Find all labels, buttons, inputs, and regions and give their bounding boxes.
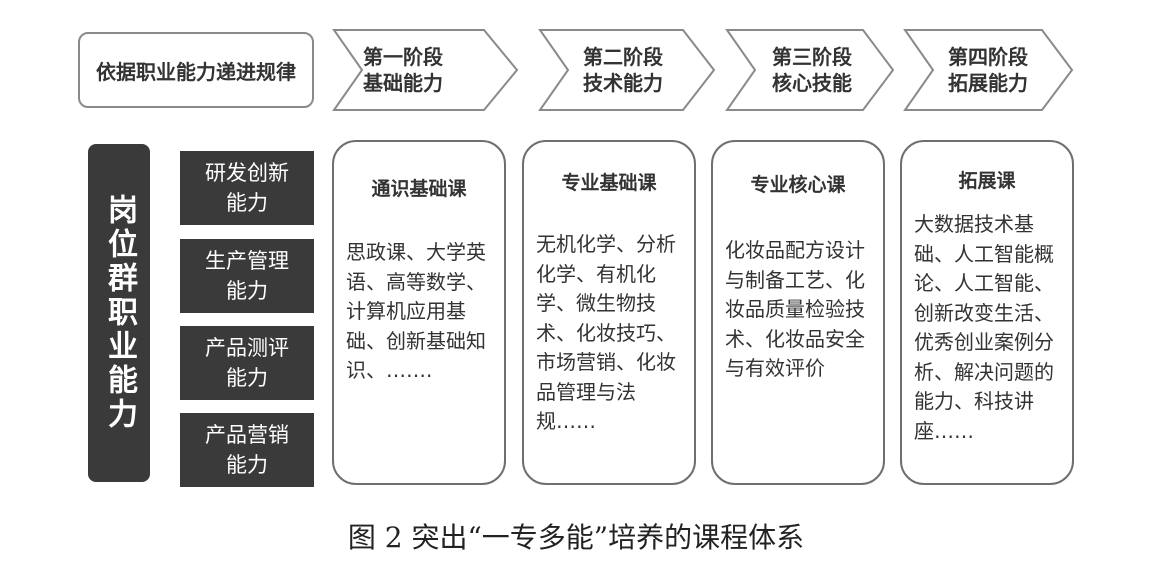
figure-caption: 图 2 突出“一专多能”培养的课程体系	[347, 521, 805, 554]
course-title-extension: 拓展课	[958, 170, 1016, 192]
ability-box-rd: 研发创新能力	[180, 151, 314, 225]
stage-1-title: 第一阶段	[363, 45, 443, 69]
stage-2-text: 第二阶段 技术能力	[563, 44, 683, 96]
ability-label-rd: 研发创新能力	[205, 161, 289, 215]
job-group-ability-label: 岗位群职业能力	[102, 194, 137, 432]
course-body-extension: 大数据技术基础、人工智能概论、人工智能、创新改变生活、优秀创业案例分析、解决问题…	[914, 212, 1054, 443]
stage-arrows	[332, 29, 1074, 111]
stage-3-text: 第三阶段 核心技能	[752, 44, 872, 96]
stage-1-text: 第一阶段 基础能力	[343, 44, 463, 96]
ability-label-testing: 产品测评能力	[205, 336, 289, 390]
course-box-general: 通识基础课 思政课、大学英语、高等数学、计算机应用基础、创新基础知识、…….	[332, 140, 506, 485]
stage-1-subtitle: 基础能力	[363, 71, 443, 95]
stage-4-subtitle: 拓展能力	[948, 71, 1028, 95]
progression-rule-box: 依据职业能力递进规律	[78, 32, 314, 108]
ability-label-production: 生产管理能力	[205, 249, 289, 303]
progression-rule-label: 依据职业能力递进规律	[96, 59, 296, 84]
stage-arrow-1	[332, 29, 519, 111]
stage-3-title: 第三阶段	[772, 45, 852, 69]
stage-2-subtitle: 技术能力	[583, 71, 663, 95]
ability-box-testing: 产品测评能力	[180, 326, 314, 400]
stage-arrow-2	[538, 29, 716, 111]
stage-3-subtitle: 核心技能	[772, 71, 852, 95]
course-body-professional-core: 化妆品配方设计与制备工艺、化妆品质量检验技术、化妆品安全与有效评价	[725, 238, 865, 380]
stage-arrow-3	[725, 29, 895, 111]
ability-box-production: 生产管理能力	[180, 239, 314, 313]
ability-label-marketing: 产品营销能力	[205, 423, 289, 477]
course-box-professional-basic: 专业基础课 无机化学、分析化学、有机化学、微生物技术、化妆技巧、市场营销、化妆品…	[522, 140, 696, 485]
course-box-professional-core: 专业核心课 化妆品配方设计与制备工艺、化妆品质量检验技术、化妆品安全与有效评价	[711, 140, 885, 485]
course-body-professional-basic: 无机化学、分析化学、有机化学、微生物技术、化妆技巧、市场营销、化妆品管理与法规……	[536, 232, 676, 433]
course-body-general: 思政课、大学英语、高等数学、计算机应用基础、创新基础知识、…….	[346, 240, 486, 382]
ability-box-marketing: 产品营销能力	[180, 413, 314, 487]
job-group-ability-bar: 岗位群职业能力	[88, 144, 150, 482]
stage-4-title: 第四阶段	[948, 45, 1028, 69]
course-title-professional-basic: 专业基础课	[561, 172, 657, 194]
course-title-general: 通识基础课	[371, 178, 467, 200]
stage-arrow-4	[903, 29, 1074, 111]
course-title-professional-core: 专业核心课	[750, 174, 846, 196]
stage-4-text: 第四阶段 拓展能力	[928, 44, 1048, 96]
stage-2-title: 第二阶段	[583, 45, 663, 69]
course-box-extension: 拓展课 大数据技术基础、人工智能概论、人工智能、创新改变生活、优秀创业案例分析、…	[900, 140, 1074, 485]
